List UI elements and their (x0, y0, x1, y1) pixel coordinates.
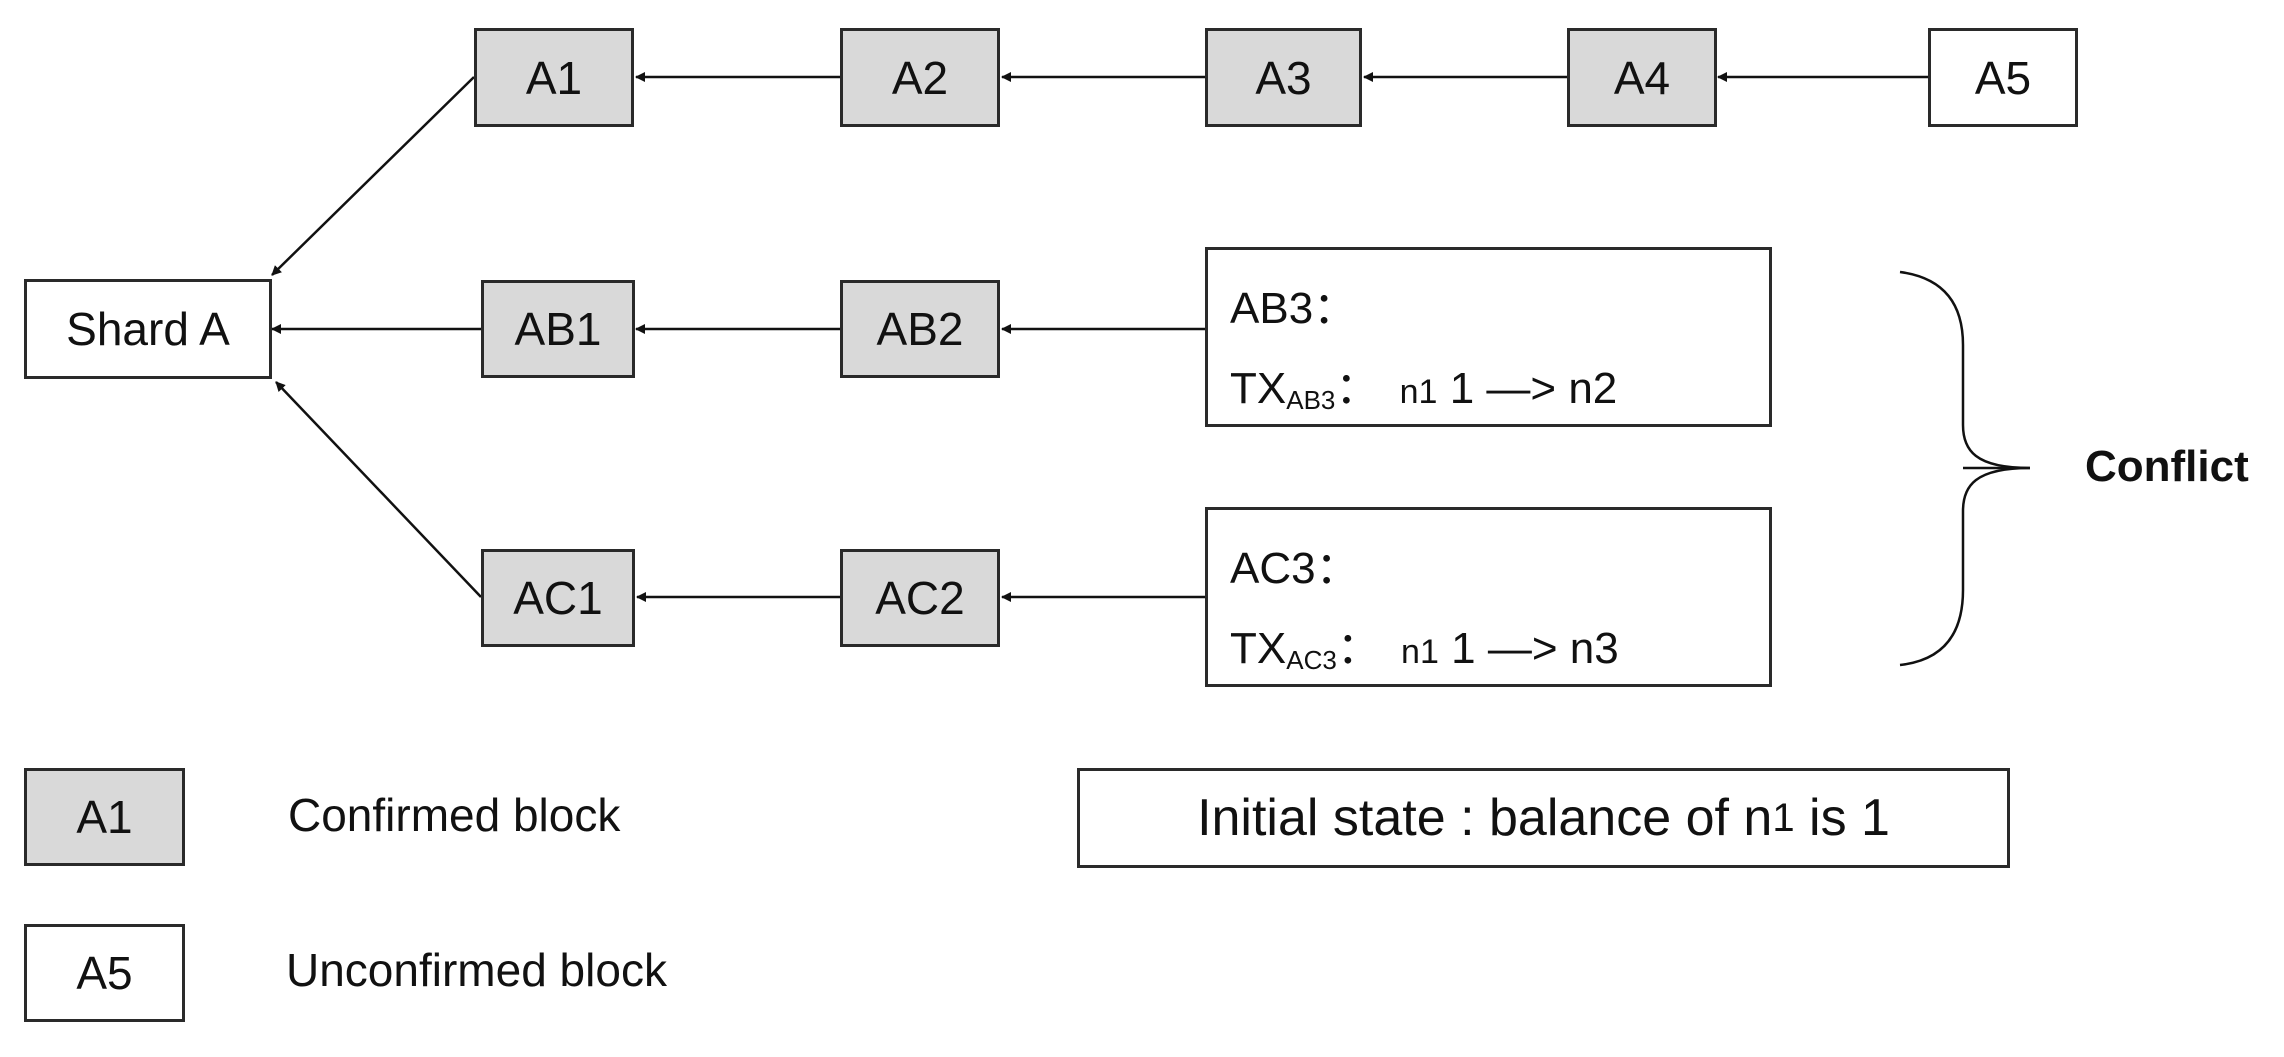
block-ab2: AB2 (840, 280, 1000, 378)
edge-a1-shard (271, 76, 475, 276)
block-ab3: AB3： TXAB3： n1 1 —> n2 (1205, 247, 1772, 427)
legend-confirmed-sample: A1 (24, 768, 185, 866)
block-a5: A5 (1928, 28, 2078, 127)
ab3-transfer: 1 —> n2 (1449, 364, 1618, 413)
block-ac2: AC2 (840, 549, 1000, 647)
ac3-sender-sub: 1 (1419, 633, 1439, 671)
ab3-tx-prefix: TX (1230, 364, 1287, 413)
ab3-tx-colon: ： (1335, 364, 1380, 413)
block-ab1: AB1 (481, 280, 635, 378)
legend-confirmed-label: Confirmed block (288, 789, 621, 841)
ac3-tx-prefix: TX (1230, 624, 1287, 673)
block-a4: A4 (1567, 28, 1717, 127)
ab3-sender: n (1399, 373, 1419, 411)
ac3-sender: n (1401, 633, 1420, 671)
block-a1: A1 (474, 28, 634, 127)
initial-state-sub: 1 (1772, 795, 1795, 840)
ac3-title: AC3： (1230, 544, 1360, 593)
ab3-tx-sub: AB3 (1286, 385, 1336, 415)
shard-a-node: Shard A (24, 279, 272, 379)
ac3-tx-colon: ： (1336, 624, 1381, 673)
initial-state-suffix: is 1 (1794, 789, 1890, 847)
initial-state-prefix: Initial state : balance of n (1197, 789, 1773, 847)
ac3-tx-sub: AC3 (1286, 645, 1337, 675)
ab3-transaction: TXAB3： n1 1 —> n2 (1230, 352, 1617, 416)
block-ac3: AC3： TXAC3： n1 1 —> n3 (1205, 507, 1772, 687)
block-a3: A3 (1205, 28, 1362, 127)
ab3-title: AB3： (1230, 284, 1358, 333)
legend-unconfirmed-label: Unconfirmed block (286, 944, 667, 996)
legend-unconfirmed-sample: A5 (24, 924, 185, 1022)
ac3-transfer: 1 —> n3 (1451, 624, 1619, 673)
block-ac1: AC1 (481, 549, 635, 647)
conflict-label: Conflict (2085, 442, 2249, 491)
ab3-sender-sub: 1 (1418, 373, 1438, 411)
block-a2: A2 (840, 28, 1000, 127)
ac3-transaction: TXAC3： n1 1 —> n3 (1230, 612, 1619, 676)
edge-ac1-shard (275, 381, 482, 598)
